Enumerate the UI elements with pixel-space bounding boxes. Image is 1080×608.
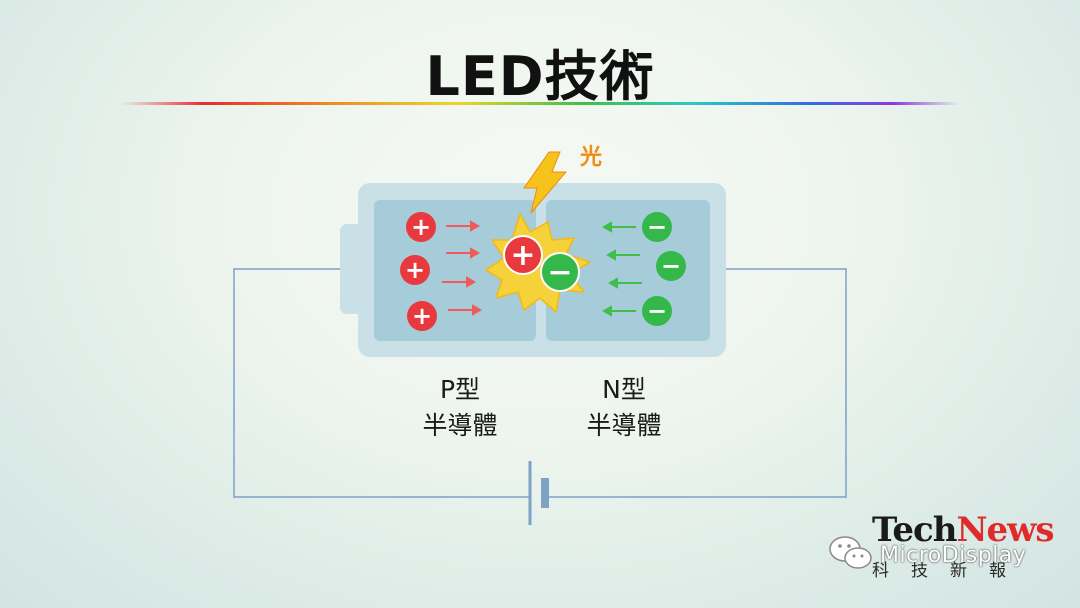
technews-logo: TechNews: [872, 510, 1055, 550]
electron-sign: −: [647, 297, 667, 325]
electron-sign: −: [661, 252, 681, 280]
hole-sign: +: [405, 256, 425, 284]
light-label: 光: [579, 145, 602, 170]
electron-arrows: [601, 221, 642, 317]
electron-sign: −: [647, 213, 667, 241]
page-title: LED技術: [425, 45, 655, 108]
electron-particle: [642, 212, 672, 242]
hole-particle: [406, 212, 436, 242]
technews-logo-tech: Tech: [872, 510, 957, 550]
technews-chinese-name: 科技新報: [872, 561, 1028, 581]
hole-sign: +: [412, 302, 432, 330]
rainbow-divider: [120, 102, 960, 105]
hole-particles: + + + +: [400, 212, 543, 331]
hole-particle-recombining: [503, 235, 543, 275]
battery-short-plate: [541, 478, 549, 508]
hole-sign: +: [411, 213, 431, 241]
p-type-label: P型: [440, 375, 480, 404]
hole-particle: [407, 301, 437, 331]
p-type-label-semiconductor: 半導體: [422, 411, 497, 440]
n-type-label: N型: [602, 375, 646, 404]
n-type-label-semiconductor: 半導體: [586, 411, 661, 440]
circuit-wire: [233, 268, 847, 498]
electron-particle: [656, 251, 686, 281]
electron-sign: −: [547, 255, 572, 290]
hole-sign: +: [510, 238, 535, 273]
hole-particle: [400, 255, 430, 285]
technews-logo-news: News: [956, 510, 1054, 550]
microdisplay-watermark: MicroDisplay: [880, 543, 1027, 568]
electron-particles: − − − −: [540, 212, 686, 326]
wechat-icon: [829, 536, 872, 569]
electron-particle: [642, 296, 672, 326]
electron-particle-recombining: [540, 252, 580, 292]
hole-arrows: [442, 220, 483, 316]
lightning-bolt-icon: [523, 151, 568, 214]
